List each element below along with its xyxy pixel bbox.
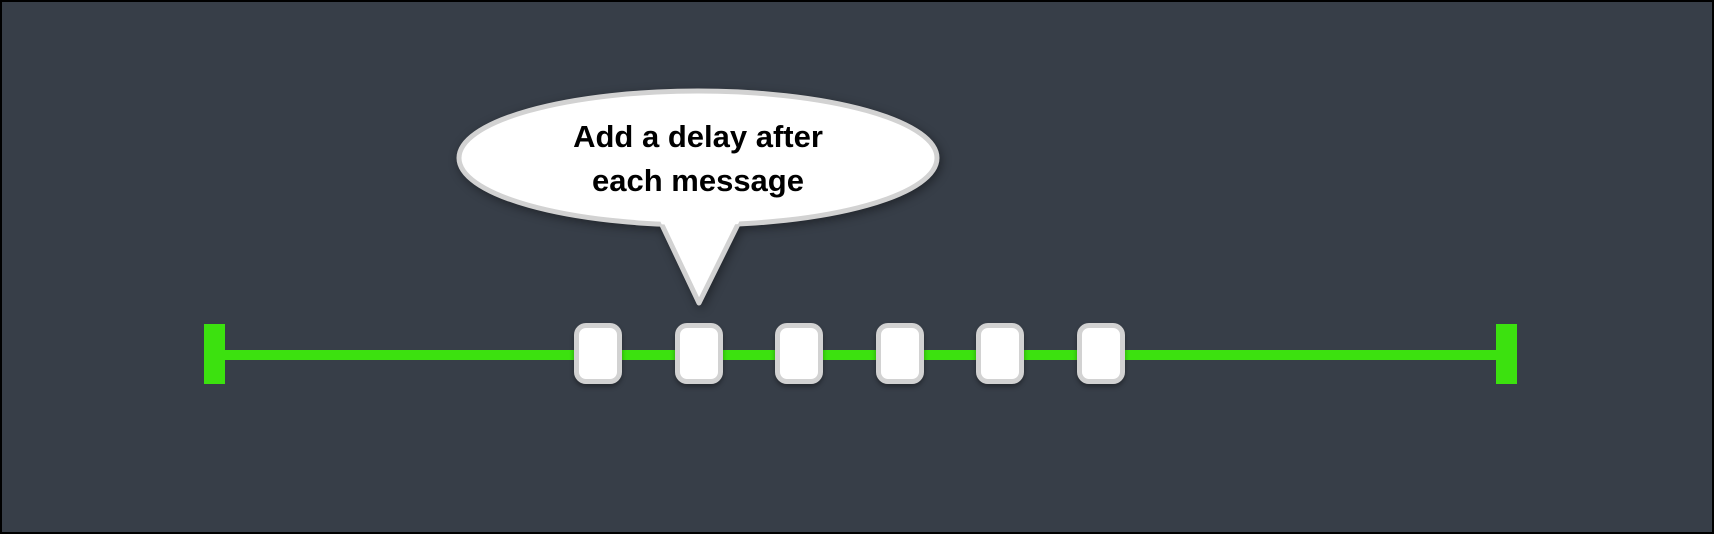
message-node[interactable] [976, 323, 1024, 384]
timeline-start-cap [204, 324, 225, 384]
callout-line-2: each message [592, 163, 804, 198]
timeline-line [225, 350, 1496, 360]
message-node[interactable] [876, 323, 924, 384]
speech-bubble-tail [653, 206, 747, 303]
message-node[interactable] [1077, 323, 1125, 384]
timeline-end-cap [1496, 324, 1517, 384]
message-node[interactable] [775, 323, 823, 384]
message-node[interactable] [675, 323, 723, 384]
callout-line-1: Add a delay after [573, 119, 823, 154]
message-node[interactable] [574, 323, 622, 384]
callout-text: Add a delay after each message [459, 98, 937, 220]
